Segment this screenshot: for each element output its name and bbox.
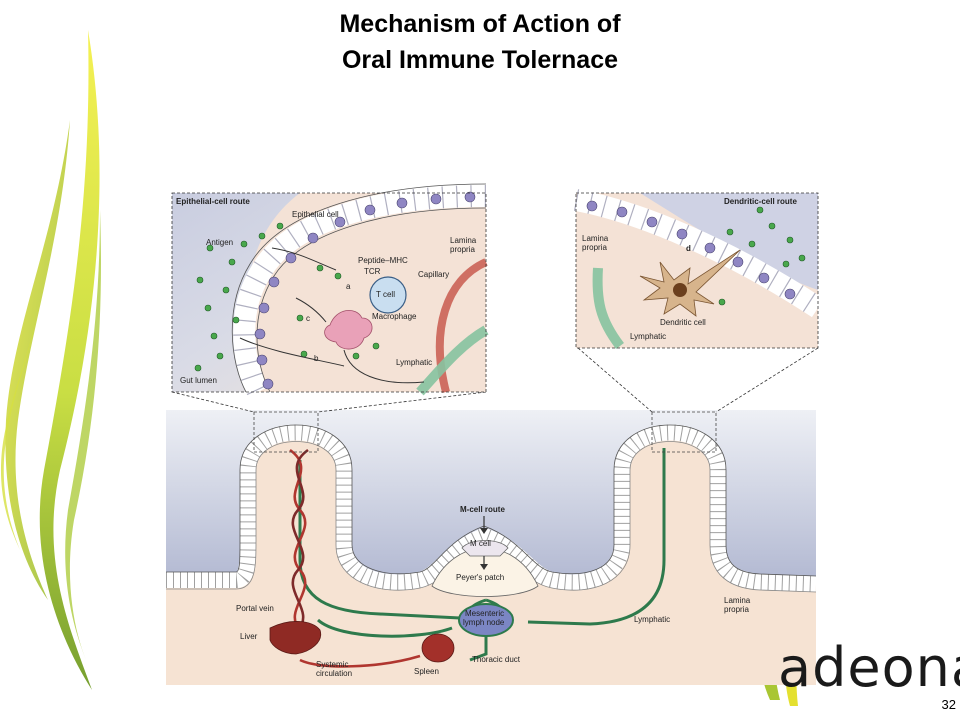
- epithelial-nuclei: [254, 191, 476, 390]
- label-peyers-patch: Peyer's patch: [456, 573, 505, 582]
- systemic-circulation-vessel: [299, 654, 421, 668]
- label-lamina-3: Lamina: [724, 596, 751, 605]
- label-t-cell: T cell: [376, 290, 395, 299]
- label-liver: Liver: [240, 632, 258, 641]
- pathway-arrows: [239, 247, 425, 384]
- antigen-particles: [194, 222, 380, 372]
- label-lymph-node: lymph node: [463, 618, 505, 627]
- label-mesenteric: Mesenteric: [465, 609, 505, 618]
- label-m-cell-route: M-cell route: [460, 505, 505, 514]
- label-peptide-mhc: Peptide–MHC: [358, 256, 408, 265]
- inset-lymphatic-vessel: [416, 325, 489, 396]
- label-spleen: Spleen: [414, 667, 439, 676]
- dendritic-route-inset: [573, 189, 825, 350]
- gut-cross-section: [166, 410, 817, 685]
- epithelial-zoom-source: [253, 411, 319, 453]
- label-lamina-1: Lamina: [450, 236, 477, 245]
- slide-title-line-1: Mechanism of Action of: [339, 10, 621, 38]
- peyers-patch: [431, 547, 539, 597]
- dendritic-epithelial-layer: [573, 189, 825, 318]
- label-lymphatic-inset: Lymphatic: [396, 358, 433, 367]
- label-gut-lumen: Gut lumen: [180, 376, 217, 385]
- slide-title: Mechanism of Action of Oral Immune Toler…: [0, 6, 960, 78]
- label-lymphatic-main: Lymphatic: [634, 615, 671, 624]
- label-capillary: Capillary: [418, 270, 450, 279]
- label-tcr: TCR: [364, 267, 381, 276]
- dendritic-zoom-source: [651, 411, 717, 453]
- adeona-logo: adeona: [778, 636, 960, 699]
- left-leaf-decoration: [0, 30, 101, 690]
- m-cell: [461, 540, 509, 557]
- label-c: c: [306, 314, 310, 323]
- label-propria-3: propria: [724, 605, 749, 614]
- spleen: [421, 633, 455, 663]
- dendritic-lymphatic-vessel: [592, 267, 624, 350]
- label-a: a: [346, 282, 351, 291]
- label-lamina-2: Lamina: [582, 234, 609, 243]
- label-systemic: Systemic: [316, 660, 349, 669]
- mesenteric-lymph-node: [458, 603, 514, 637]
- label-circulation: circulation: [316, 669, 353, 678]
- zoom-connectors: [171, 347, 819, 413]
- label-dendritic-cell: Dendritic cell: [660, 318, 706, 327]
- epithelium-outline: [166, 424, 817, 592]
- label-lymphatic-dendritic: Lymphatic: [630, 332, 667, 341]
- dendritic-cell: [639, 249, 741, 317]
- dendritic-antigen-particles: [718, 206, 806, 306]
- dendritic-route-heading: Dendritic-cell route: [724, 197, 797, 206]
- dendritic-epithelial-nuclei: [586, 200, 796, 300]
- label-propria-2: propria: [582, 243, 607, 252]
- label-macrophage: Macrophage: [372, 312, 417, 321]
- label-b: b: [314, 354, 319, 363]
- epithelial-route-heading: Epithelial-cell route: [176, 197, 250, 206]
- epithelial-route-inset: [171, 183, 489, 397]
- label-antigen: Antigen: [206, 238, 234, 247]
- label-propria-1: propria: [450, 245, 475, 254]
- slide-title-line-2: Oral Immune Tolernace: [341, 46, 618, 74]
- macrophage: [324, 310, 373, 350]
- liver: [269, 621, 322, 655]
- label-epithelial-cell: Epithelial cell: [292, 210, 339, 219]
- label-thoracic-duct: Thoracic duct: [472, 655, 521, 664]
- label-m-cell: M cell: [470, 539, 491, 548]
- label-portal-vein: Portal vein: [236, 604, 274, 613]
- t-cell: [369, 276, 407, 314]
- page-number: 32: [941, 697, 956, 712]
- label-d: d: [686, 244, 691, 253]
